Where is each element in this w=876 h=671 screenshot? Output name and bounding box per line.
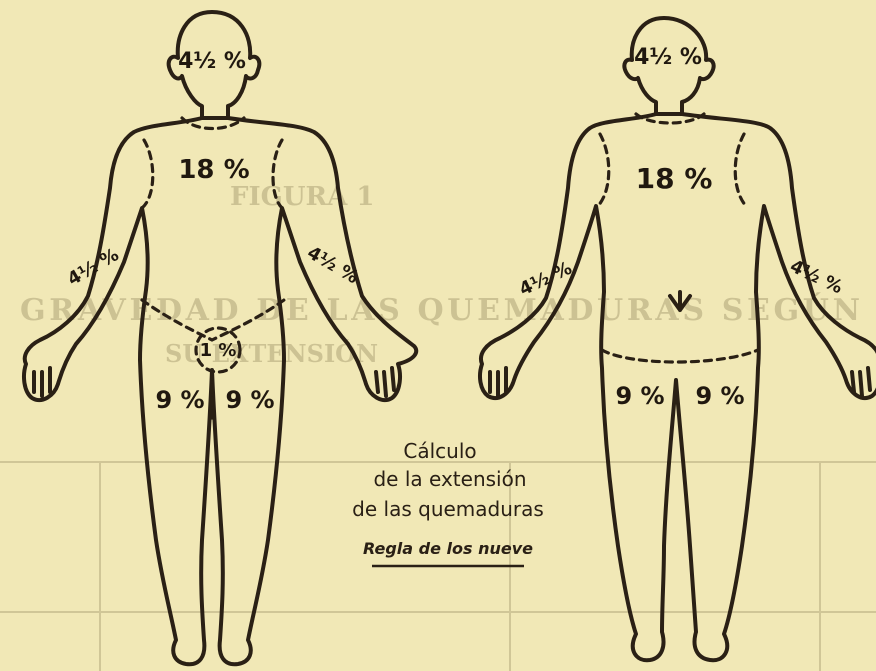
back-figure: 4½ % 18 % 4½ % 4½ % 9 % 9 % <box>480 18 876 660</box>
caption-subtitle: Regla de los nueve <box>363 539 533 558</box>
back-body-outline <box>480 18 876 660</box>
back-head-label: 4½ % <box>634 45 702 70</box>
back-trunk-label: 18 % <box>636 162 713 195</box>
caption-line-1: Cálculo <box>403 439 476 463</box>
back-right-leg-label: 9 % <box>695 382 744 410</box>
caption-line-2: de la extensión <box>373 467 526 491</box>
back-left-leg-label: 9 % <box>615 382 664 410</box>
caption: Cálculo de la extensión de las quemadura… <box>352 439 544 566</box>
bleed-heading: FIGURA 1 <box>230 182 374 212</box>
front-right-leg-label: 9 % <box>155 386 204 414</box>
front-left-arm-label: 4½ % <box>303 242 362 288</box>
front-left-leg-label: 9 % <box>225 386 274 414</box>
bleed-through: FIGURA 1 GRAVEDAD DE LAS QUEMADURAS SEGÚ… <box>0 182 876 671</box>
front-head-label: 4½ % <box>178 49 246 74</box>
front-trunk-label: 18 % <box>178 155 249 185</box>
front-genital-label: 1 % <box>200 340 237 361</box>
caption-line-3: de las quemaduras <box>352 497 544 521</box>
